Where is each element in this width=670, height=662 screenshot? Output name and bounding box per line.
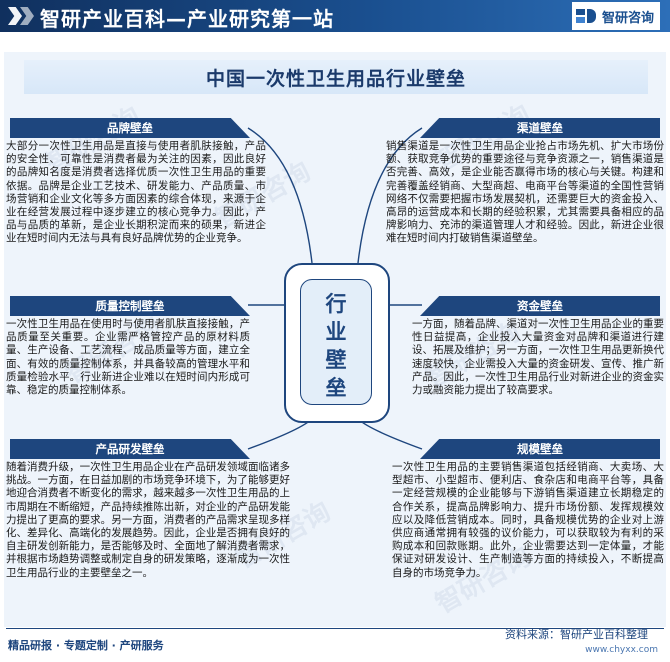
page-title: 中国一次性卫生用品行业壁垒 [205, 68, 466, 90]
card-rnd-barrier: 产品研发壁垒 随着消费升级，一次性卫生用品企业在产品研发领域面临诸多挑战。一方面… [6, 439, 290, 625]
footer-url[interactable]: www.chyxx.com [585, 645, 658, 655]
chevron-right-icon [8, 7, 22, 25]
center-char: 壁 [325, 348, 347, 372]
center-char: 行 [325, 292, 347, 316]
card-brand-barrier: 品牌壁垒 大部分一次性卫生用品是直接与使用者肌肤接触，产品的安全性、可靠性是消费… [6, 118, 266, 290]
card-header: 资金壁垒 [420, 296, 660, 316]
card-text: 一次性卫生用品的主要销售渠道包括经销商、大卖场、大型超市、小型超市、便利店、食杂… [392, 461, 664, 579]
center-label-inner: 行 业 壁 垒 [300, 279, 372, 405]
top-banner: 智研产业百科—产业研究第一站 智研咨询 [0, 0, 670, 32]
title-band: 中国一次性卫生用品行业壁垒 [24, 60, 648, 94]
card-text: 一方面，随着品牌、渠道对一次性卫生用品企业的重要性日益提高，企业投入大量资金对品… [412, 318, 664, 397]
logo-mark-icon [575, 7, 598, 25]
card-header: 规模壁垒 [420, 439, 660, 459]
card-header: 产品研发壁垒 [10, 439, 250, 459]
card-header: 渠道壁垒 [420, 118, 660, 138]
center-char: 垒 [325, 376, 347, 400]
card-text: 随着消费升级，一次性卫生用品企业在产品研发领域面临诸多挑战。一方面，在日益加剧的… [6, 461, 290, 579]
card-text: 大部分一次性卫生用品是直接与使用者肌肤接触，产品的安全性、可靠性是消费者最为关注… [6, 140, 266, 245]
card-text: 一次性卫生用品在使用时与使用者肌肤直接接触，产品质量至关重要。企业需严格管控产品… [6, 318, 250, 397]
center-char: 业 [325, 320, 347, 344]
logo-text: 智研咨询 [601, 10, 654, 26]
footer-divider [6, 628, 664, 629]
site-title: 智研产业百科—产业研究第一站 [40, 7, 334, 31]
card-header: 质量控制壁垒 [10, 296, 250, 316]
card-text: 销售渠道是一次性卫生用品企业抢占市场先机、扩大市场份额、获取竞争优势的重要途径与… [386, 140, 664, 245]
card-header: 品牌壁垒 [10, 118, 250, 138]
brand-logo[interactable]: 智研咨询 [571, 2, 660, 30]
card-scale-barrier: 规模壁垒 一次性卫生用品的主要销售渠道包括经销商、大卖场、大型超市、小型超市、便… [392, 439, 664, 625]
card-capital-barrier: 资金壁垒 一方面，随着品牌、渠道对一次性卫生用品企业的重要性日益提高，企业投入大… [412, 296, 664, 428]
footer-services: 精品研报 · 专题定制 · 产研服务 [8, 639, 164, 652]
chevron-right-icon [20, 7, 34, 25]
center-label-box: 行 业 壁 垒 [284, 263, 390, 423]
source-note: 资料来源：智研产业百科整理 [505, 628, 648, 641]
card-quality-barrier: 质量控制壁垒 一次性卫生用品在使用时与使用者肌肤直接接触，产品质量至关重要。企业… [6, 296, 250, 428]
card-channel-barrier: 渠道壁垒 销售渠道是一次性卫生用品企业抢占市场先机、扩大市场份额、获取竞争优势的… [386, 118, 664, 290]
